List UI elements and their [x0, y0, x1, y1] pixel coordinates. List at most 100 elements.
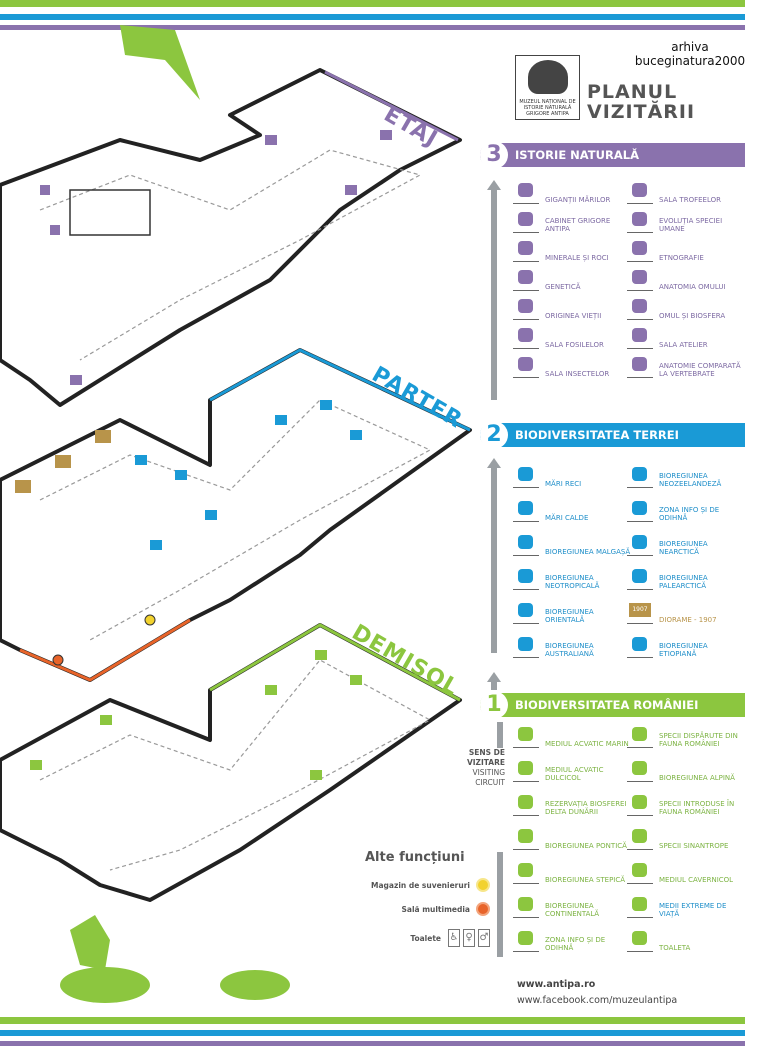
legend-item: ANATOMIE COMPARATĂ LA VERTEBRATE [627, 352, 747, 378]
legend-item: SALA TROFEELOR [627, 178, 747, 204]
legend-item: ANATOMIA OMULUI [627, 265, 747, 291]
exhibit-icon [627, 327, 653, 349]
legend-item: EVOLUȚIA SPECIEI UMANE [627, 207, 747, 233]
exhibit-icon [627, 211, 653, 233]
circuit-arrow [491, 680, 497, 690]
legend-label: DIORAME - 1907 [659, 616, 717, 624]
legend-label: ZONA INFO ȘI DE ODIHNĂ [545, 936, 606, 952]
exhibit-icon [627, 568, 653, 590]
legend-item: MEDIUL ACVATIC DULCICOL [513, 756, 633, 782]
legend-label: BIOREGIUNEA STEPICĂ [545, 876, 626, 884]
legend-label: SPECII DISPĂRUTE DIN FAUNA ROMÂNIEI [659, 732, 738, 748]
exhibit-icon [627, 636, 653, 658]
legend-item: SALA ATELIER [627, 323, 747, 349]
arrow-up-icon [487, 672, 501, 682]
demisol-floor [0, 623, 462, 902]
etaj-floor [0, 68, 462, 407]
legend-item: BIOREGIUNEA ALPINĂ [627, 756, 747, 782]
legend-item: GIGANȚII MĂRILOR [513, 178, 633, 204]
legend-item: SPECII INTRODUSE ÎN FAUNA ROMÂNIEI [627, 790, 747, 816]
exhibit-icon [627, 896, 653, 918]
exhibit-icon [627, 930, 653, 952]
legend-label: GENETICĂ [545, 283, 581, 291]
circuit-arrow [497, 852, 503, 957]
exhibit-icon [513, 862, 539, 884]
legend-label: MEDIUL CAVERNICOL [659, 876, 734, 884]
legend-item: REZERVAȚIA BIOSFEREI DELTA DUNĂRII [513, 790, 633, 816]
exhibit-icon [513, 534, 539, 556]
floor-3-header: 3 ISTORIE NATURALĂ [480, 141, 745, 169]
floor-number: 3 [480, 141, 508, 169]
legend-item: SALA FOSILELOR [513, 323, 633, 349]
legend-item: MĂRI RECI [513, 462, 633, 488]
legend-item: TOALETA [627, 926, 747, 952]
exhibit-icon [513, 794, 539, 816]
toilets-row: Toalete♿♀♂ [325, 921, 490, 955]
other-functions-title: Alte funcțiuni [365, 850, 465, 865]
exhibit-icon [627, 182, 653, 204]
facebook-link[interactable]: www.facebook.com/muzeulantipa [517, 995, 678, 1006]
legend-label: SPECII SINANTROPE [659, 842, 729, 850]
floor-name: ISTORIE NATURALĂ [515, 148, 639, 162]
legend-item: BIOREGIUNEA CONTINENTALĂ [513, 892, 633, 918]
legend-label: BIOREGIUNEA ETIOPIANĂ [659, 642, 708, 658]
legend-item: BIOREGIUNEA NEARCTICĂ [627, 530, 747, 556]
legend-item: BIOREGIUNEA NEOTROPICALĂ [513, 564, 633, 590]
souvenir-dot-icon [476, 878, 490, 892]
legend-label: EVOLUȚIA SPECIEI UMANE [659, 217, 723, 233]
exhibit-icon [627, 500, 653, 522]
legend-item: ORIGINEA VIEȚII [513, 294, 633, 320]
legend-label: ORIGINEA VIEȚII [545, 312, 602, 320]
legend-label: BIOREGIUNEA NEARCTICĂ [659, 540, 708, 556]
legend-item: MEDIUL ACVATIC MARIN [513, 722, 633, 748]
exhibit-icon [513, 298, 539, 320]
toilet-men-icon: ♂ [478, 929, 490, 947]
legend-item: BIOREGIUNEA PALEARCTICĂ [627, 564, 747, 590]
exhibit-icon [513, 896, 539, 918]
legend-label: BIOREGIUNEA ALPINĂ [659, 774, 735, 782]
floor-number: 2 [480, 421, 508, 449]
exhibit-icon [513, 760, 539, 782]
exhibit-icon [627, 760, 653, 782]
legend-label: TOALETA [659, 944, 691, 952]
legend-label: SALA FOSILELOR [545, 341, 604, 349]
legend-label: ZONA INFO ȘI DE ODIHNĂ [659, 506, 720, 522]
legend-label: ANATOMIA OMULUI [659, 283, 726, 291]
website-link[interactable]: www.antipa.ro [517, 979, 596, 990]
floor-plan-map [0, 25, 472, 1003]
arrow-up-icon [487, 458, 501, 468]
legend-item: GENETICĂ [513, 265, 633, 291]
legend-label: BIOREGIUNEA AUSTRALIANĂ [545, 642, 594, 658]
legend-item: BIOREGIUNEA ETIOPIANĂ [627, 632, 747, 658]
legend-label: BIOREGIUNEA NEOZEELANDEZĂ [659, 472, 722, 488]
legend-item: BIOREGIUNEA MALGAȘĂ [513, 530, 633, 556]
legend-item: BIOREGIUNEA PONTICĂ [513, 824, 633, 850]
legend-label: SALA TROFEELOR [659, 196, 721, 204]
deer-silhouettes [60, 25, 290, 1003]
exhibit-icon [627, 534, 653, 556]
souvenir-shop-row: Magazin de suvenieruri [325, 873, 490, 897]
floor-name: BIODIVERSITATEA TERREI [515, 428, 679, 442]
exhibit-icon [513, 602, 539, 624]
exhibit-icon [513, 240, 539, 262]
exhibit-icon: 1907 [627, 602, 653, 624]
legend-item: BIOREGIUNEA NEOZEELANDEZĂ [627, 462, 747, 488]
legend-label: MĂRI CALDE [545, 514, 589, 522]
legend-label: BIOREGIUNEA ORIENTALĂ [545, 608, 594, 624]
exhibit-icon [627, 828, 653, 850]
exhibit-icon [627, 862, 653, 884]
exhibit-icon [513, 636, 539, 658]
floor-2-header: 2 BIODIVERSITATEA TERREI [480, 421, 745, 449]
legend-label: SPECII INTRODUSE ÎN FAUNA ROMÂNIEI [659, 800, 735, 816]
museum-logo: MUZEUL NAȚIONAL DE ISTORIE NATURALĂ GRIG… [515, 55, 580, 120]
logo-text: MUZEUL NAȚIONAL DE ISTORIE NATURALĂ GRIG… [519, 99, 576, 117]
exhibit-icon [513, 182, 539, 204]
legend-item: MĂRI CALDE [513, 496, 633, 522]
legend-label: MEDII EXTREME DE VIAȚĂ [659, 902, 727, 918]
other-functions: Alte funcțiuni Magazin de suvenieruri Sa… [325, 850, 490, 955]
legend-label: BIOREGIUNEA PALEARCTICĂ [659, 574, 708, 590]
exhibit-icon [627, 356, 653, 378]
